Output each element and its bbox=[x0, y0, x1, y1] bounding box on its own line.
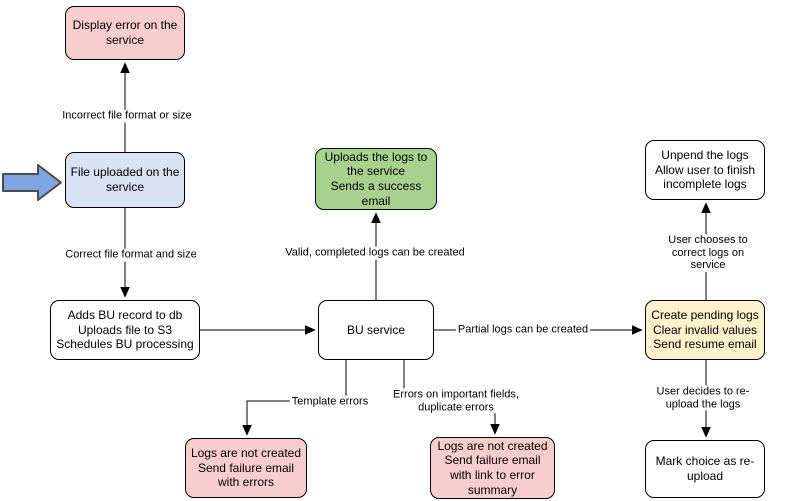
node-display-error: Display error on the service bbox=[65, 6, 185, 60]
edge-label-user-corrects: User chooses to correct logs on service bbox=[661, 234, 755, 272]
node-adds-bu-record: Adds BU record to db Uploads file to S3 … bbox=[50, 300, 200, 360]
edge-label-user-reuploads: User decides to re-upload the logs bbox=[654, 385, 752, 411]
node-uploads-logs-success: Uploads the logs to the service Sends a … bbox=[315, 148, 437, 210]
node-file-uploaded-label: File uploaded on the service bbox=[70, 165, 180, 194]
edge-label-important-errors: Errors on important fields, duplicate er… bbox=[391, 388, 521, 414]
node-mark-choice-reupload: Mark choice as re- upload bbox=[645, 440, 765, 498]
node-logs-not-created-summary: Logs are not created Send failure email … bbox=[430, 437, 555, 499]
edge-label-valid-completed: Valid, completed logs can be created bbox=[283, 246, 467, 260]
node-logs-not-created-summary-label: Logs are not created Send failure email … bbox=[437, 438, 548, 497]
node-display-error-label: Display error on the service bbox=[72, 18, 178, 47]
edge-label-correct-format: Correct file format and size bbox=[63, 248, 199, 262]
node-uploads-logs-success-label: Uploads the logs to the service Sends a … bbox=[324, 149, 428, 208]
node-create-pending-logs: Create pending logs Clear invalid values… bbox=[645, 300, 765, 360]
edge-label-partial-logs: Partial logs can be created bbox=[455, 323, 591, 337]
edge-label-template-errors: Template errors bbox=[289, 395, 371, 409]
node-logs-not-created-errors: Logs are not created Send failure email … bbox=[185, 438, 307, 498]
node-mark-choice-reupload-label: Mark choice as re- upload bbox=[655, 454, 755, 483]
entry-arrow-icon bbox=[2, 164, 62, 201]
node-adds-bu-record-label: Adds BU record to db Uploads file to S3 … bbox=[56, 308, 194, 352]
node-file-uploaded: File uploaded on the service bbox=[65, 152, 185, 208]
node-create-pending-logs-label: Create pending logs Clear invalid values… bbox=[651, 308, 759, 352]
node-unpend-logs: Unpend the logs Allow user to finish inc… bbox=[645, 140, 765, 200]
node-logs-not-created-errors-label: Logs are not created Send failure email … bbox=[190, 446, 302, 490]
edge-label-incorrect-format: Incorrect file format or size bbox=[60, 109, 194, 123]
node-bu-service: BU service bbox=[318, 300, 434, 360]
node-bu-service-label: BU service bbox=[346, 322, 405, 337]
node-unpend-logs-label: Unpend the logs Allow user to finish inc… bbox=[654, 148, 756, 192]
